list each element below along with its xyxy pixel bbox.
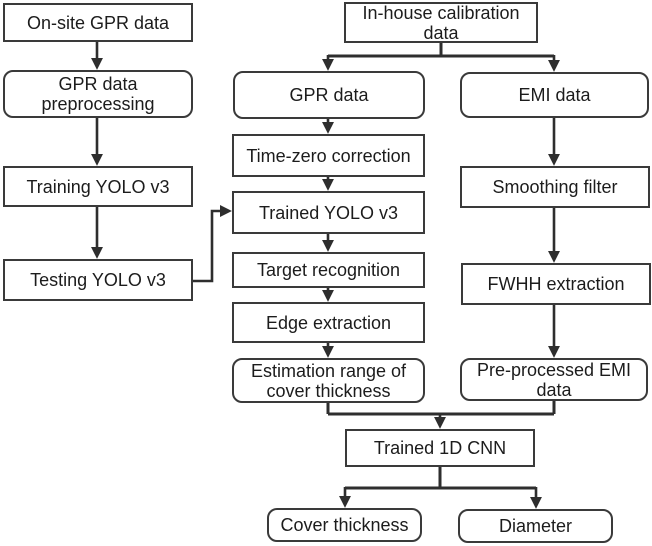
- node-edge-extraction: Edge extraction: [232, 302, 425, 343]
- node-diameter: Diameter: [458, 509, 613, 543]
- node-label: Pre-processed EMI data: [476, 359, 632, 400]
- node-label: Target recognition: [256, 260, 401, 280]
- node-label: Estimation range of cover thickness: [250, 360, 407, 401]
- node-label: Testing YOLO v3: [30, 270, 166, 290]
- node-label: Edge extraction: [265, 312, 392, 333]
- node-gpr-data: GPR data: [233, 71, 425, 119]
- node-label: Cover thickness: [280, 515, 409, 535]
- node-label: Trained YOLO v3: [258, 202, 399, 223]
- node-in-house-calibration-data: In-house calibration data: [344, 2, 538, 43]
- node-time-zero-correction: Time-zero correction: [232, 134, 425, 177]
- node-label: Diameter: [498, 516, 573, 536]
- node-cover-thickness: Cover thickness: [267, 508, 422, 542]
- node-label: On-site GPR data: [26, 12, 170, 33]
- node-label: Trained 1D CNN: [373, 438, 507, 458]
- node-fwhh-extraction: FWHH extraction: [461, 263, 651, 305]
- node-label: In-house calibration data: [362, 2, 520, 43]
- node-pre-processed-emi-data: Pre-processed EMI data: [460, 358, 648, 401]
- node-testing-yolo-v3: Testing YOLO v3: [3, 259, 193, 301]
- node-trained-1d-cnn: Trained 1D CNN: [345, 429, 535, 467]
- node-gpr-data-preprocessing: GPR data preprocessing: [3, 70, 193, 118]
- node-label: Smoothing filter: [492, 177, 618, 197]
- node-label: EMI data: [518, 85, 591, 105]
- node-label: Time-zero correction: [246, 145, 411, 166]
- node-target-recognition: Target recognition: [232, 252, 425, 288]
- node-training-yolo-v3: Training YOLO v3: [3, 166, 193, 207]
- node-on-site-gpr-data: On-site GPR data: [3, 3, 193, 42]
- node-emi-data: EMI data: [460, 72, 649, 118]
- node-estimation-range-of-cover-thickness: Estimation range of cover thickness: [232, 358, 425, 403]
- node-smoothing-filter: Smoothing filter: [460, 166, 650, 208]
- node-trained-yolo-v3: Trained YOLO v3: [232, 191, 425, 234]
- node-label: FWHH extraction: [487, 274, 625, 294]
- node-label: GPR data: [289, 85, 369, 105]
- node-label: Training YOLO v3: [26, 176, 170, 197]
- node-label: GPR data preprocessing: [41, 74, 155, 114]
